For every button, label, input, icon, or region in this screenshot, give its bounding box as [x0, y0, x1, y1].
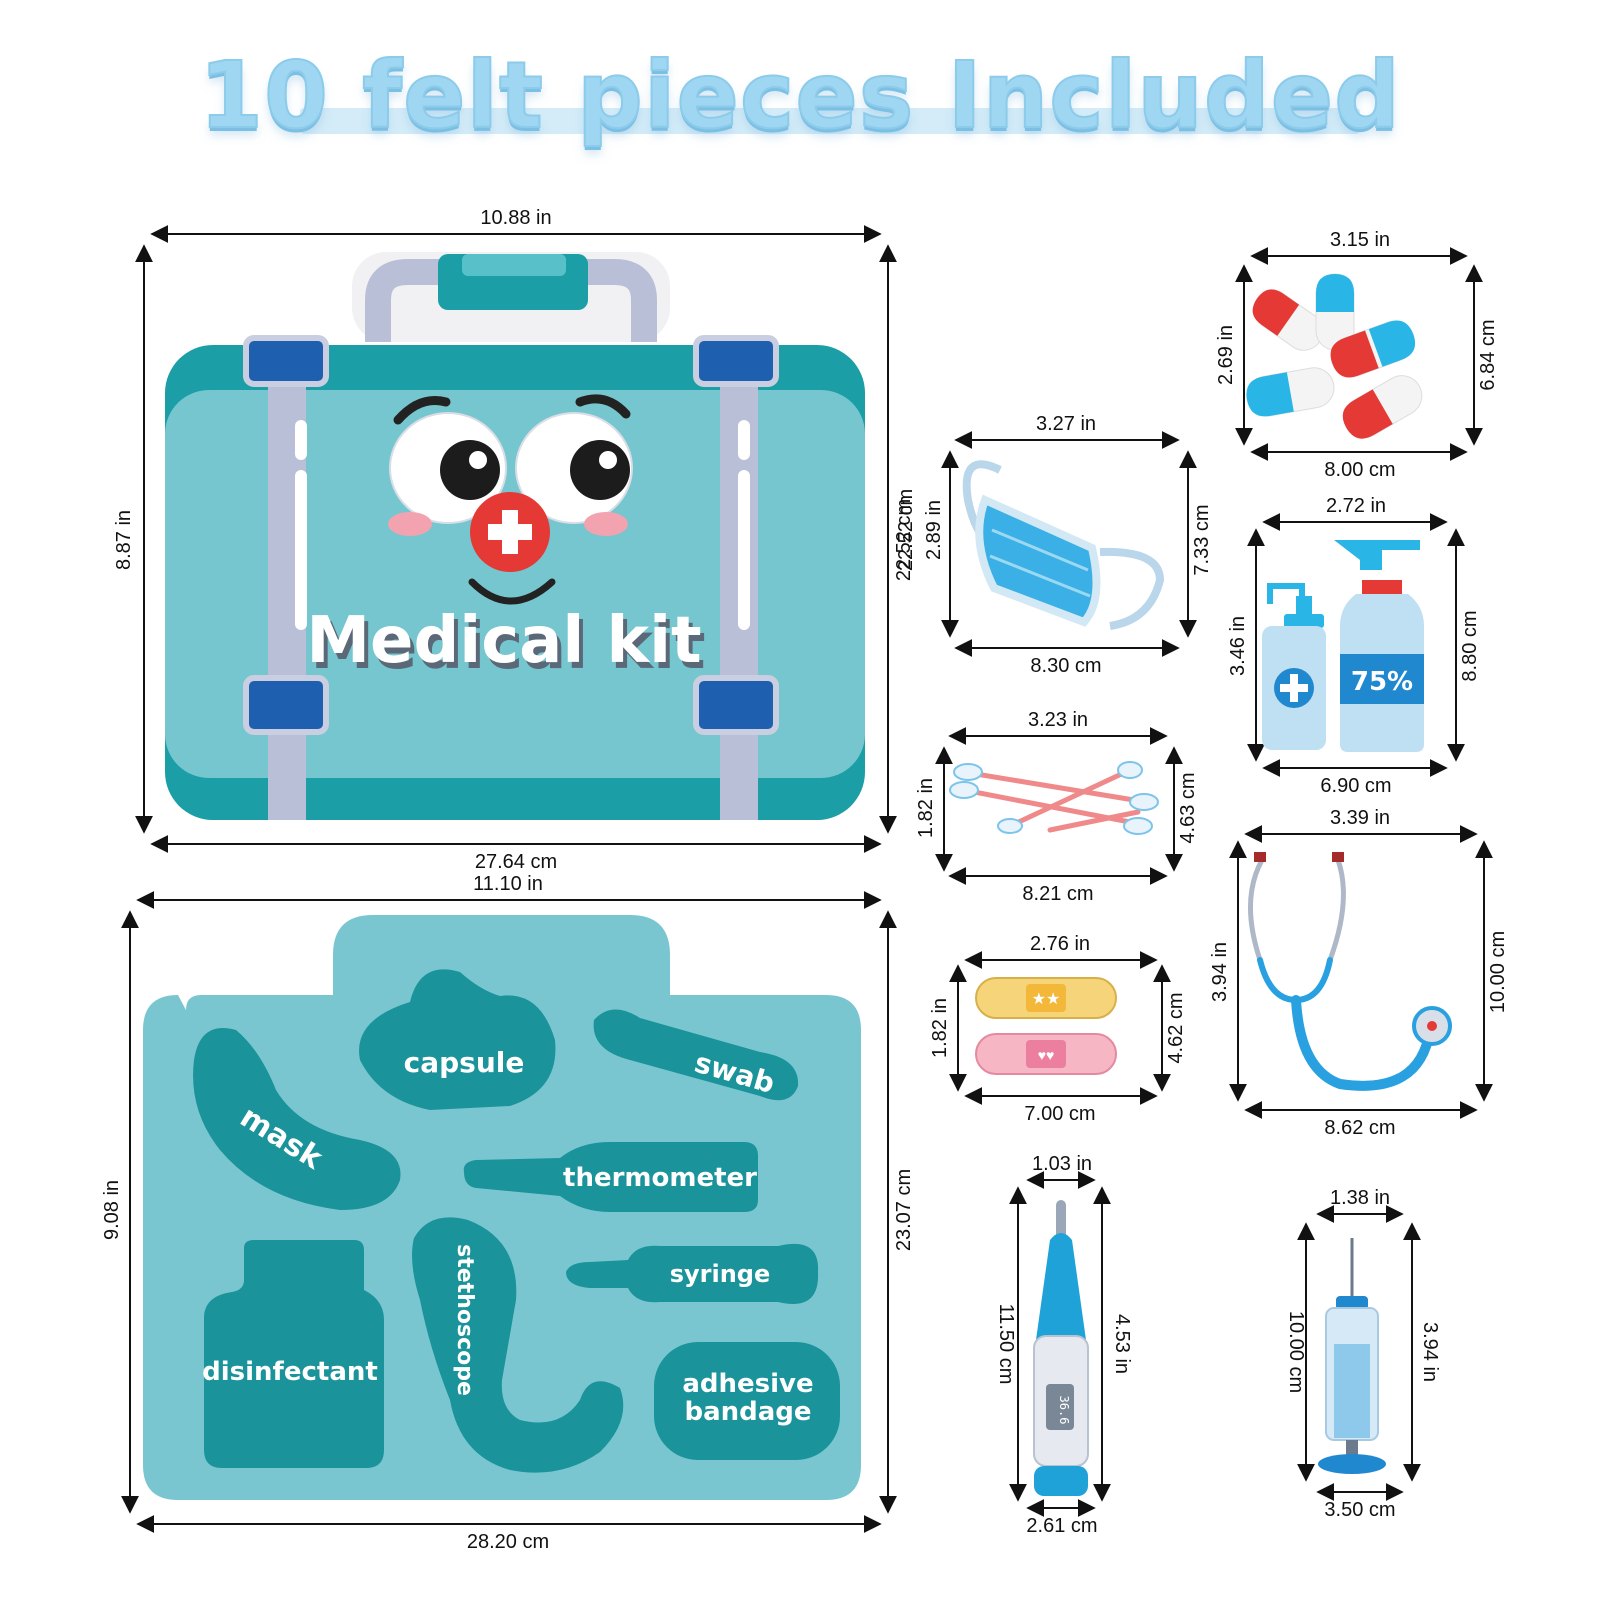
- thermometer-display: 36.6: [1057, 1396, 1071, 1425]
- thermometer-width-in-label: 1.03 in: [1032, 1153, 1092, 1175]
- thermometer-piece: 36.6: [1033, 1200, 1089, 1496]
- board-width-cm-label: 28.20 cm: [467, 1531, 549, 1553]
- disinfectant-slot-label: disinfectant: [202, 1357, 378, 1387]
- syringe-slot: [566, 1243, 819, 1304]
- capsule-slot: [359, 969, 556, 1110]
- syringe-height-in-label: 3.94 in: [1419, 1322, 1441, 1382]
- stethoscope-slot: [412, 1217, 624, 1473]
- bottle-label: 75%: [1351, 667, 1413, 697]
- thermometer-slot-label: thermometer: [563, 1163, 757, 1193]
- syringe-slot-label: syringe: [670, 1260, 771, 1288]
- mask-width-in-label: 3.27 in: [1036, 413, 1096, 435]
- board-width-in-label: 11.10 in: [473, 873, 543, 895]
- syringe-height-cm-label: 10.00 cm: [1285, 1311, 1307, 1393]
- mask-slot: [193, 1028, 401, 1210]
- thermometer-height-in-label: 4.53 in: [1111, 1314, 1133, 1374]
- swabs-width-cm-label: 8.21 cm: [1022, 883, 1093, 905]
- stethoscope-height-in-label: 3.94 in: [1209, 942, 1231, 1002]
- swab-slot: [593, 1009, 799, 1101]
- strap-clip: [243, 335, 779, 735]
- kit-height-cm-label: 22.52 cm: [893, 499, 915, 581]
- stethoscope-piece: [1247, 852, 1452, 1091]
- capsule-slot-label: capsule: [404, 1046, 525, 1079]
- kit-label: Medical kit: [306, 604, 701, 678]
- stethoscope-width-in-label: 3.39 in: [1330, 807, 1390, 829]
- bandages-height-in-label: 1.82 in: [929, 998, 951, 1058]
- swabs-piece: [949, 761, 1159, 835]
- disinfectant-slot: [204, 1240, 384, 1468]
- capsules-width-cm-label: 8.00 cm: [1324, 459, 1395, 481]
- star-icon: ★★: [1032, 991, 1061, 1008]
- disinfectant-width-cm-label: 6.90 cm: [1320, 775, 1391, 797]
- capsules-height-cm-label: 6.84 cm: [1477, 319, 1499, 390]
- thermometer-height-cm-label: 11.50 cm: [995, 1304, 1017, 1385]
- disinfectant-height-in-label: 3.46 in: [1227, 616, 1249, 676]
- board-height-cm-label: 23.07 cm: [893, 1169, 915, 1251]
- bandages-width-cm-label: 7.00 cm: [1024, 1103, 1095, 1125]
- mask-height-in-label: 2.89 in: [923, 500, 945, 560]
- thermometer-width-cm-label: 2.61 cm: [1026, 1515, 1097, 1537]
- syringe-piece: [1318, 1238, 1386, 1474]
- adhesive-bandage-slot: [654, 1342, 840, 1460]
- stethoscope-slot-label: stethoscope: [452, 1244, 477, 1396]
- disinfectant-height-cm-label: 8.80 cm: [1459, 610, 1481, 681]
- board-piece: capsule swab mask thermometer stethoscop…: [143, 915, 861, 1500]
- mask-piece: [962, 460, 1165, 630]
- title-underline: [300, 108, 1360, 134]
- disinfectant-width-in-label: 2.72 in: [1326, 495, 1386, 517]
- swabs-height-in-label: 1.82 in: [915, 778, 937, 838]
- capsules-piece: [1246, 273, 1423, 439]
- swabs-height-cm-label: 4.63 cm: [1177, 772, 1199, 843]
- bandages-height-cm-label: 4.62 cm: [1165, 992, 1187, 1063]
- syringe-width-cm-label: 3.50 cm: [1324, 1499, 1395, 1521]
- swabs-width-in-label: 3.23 in: [1028, 709, 1088, 731]
- mask-extra-cm-label: 22.52 cm: [895, 489, 917, 571]
- kit-height-in-label: 8.87 in: [113, 510, 135, 570]
- medical-kit-piece: Medical kit Medical kit: [165, 252, 865, 820]
- thermometer-slot: [463, 1142, 758, 1212]
- heart-icon: ♥♥: [1038, 1047, 1055, 1063]
- bandages-width-in-label: 2.76 in: [1030, 933, 1090, 955]
- capsules-width-in-label: 3.15 in: [1330, 229, 1390, 251]
- capsules-height-in-label: 2.69 in: [1215, 325, 1237, 385]
- kit-width-cm-label: 27.64 cm: [475, 851, 557, 873]
- mask-width-cm-label: 8.30 cm: [1030, 655, 1101, 677]
- stethoscope-width-cm-label: 8.62 cm: [1324, 1117, 1395, 1139]
- kit-label-shadow: Medical kit: [310, 610, 705, 684]
- syringe-width-in-label: 1.38 in: [1330, 1187, 1390, 1209]
- kit-width-in-label: 10.88 in: [480, 207, 551, 229]
- page-title: 10 felt pieces Included: [198, 41, 1401, 150]
- mask-height-cm-label: 7.33 cm: [1191, 504, 1213, 575]
- bandages-piece: ★★ ♥♥: [975, 977, 1117, 1075]
- stethoscope-height-cm-label: 10.00 cm: [1487, 931, 1509, 1013]
- adhesive-slot-label-1: adhesive: [682, 1369, 813, 1399]
- adhesive-slot-label-2: bandage: [684, 1397, 811, 1427]
- disinfectant-piece: 75%: [1262, 540, 1424, 752]
- board-height-in-label: 9.08 in: [101, 1180, 123, 1240]
